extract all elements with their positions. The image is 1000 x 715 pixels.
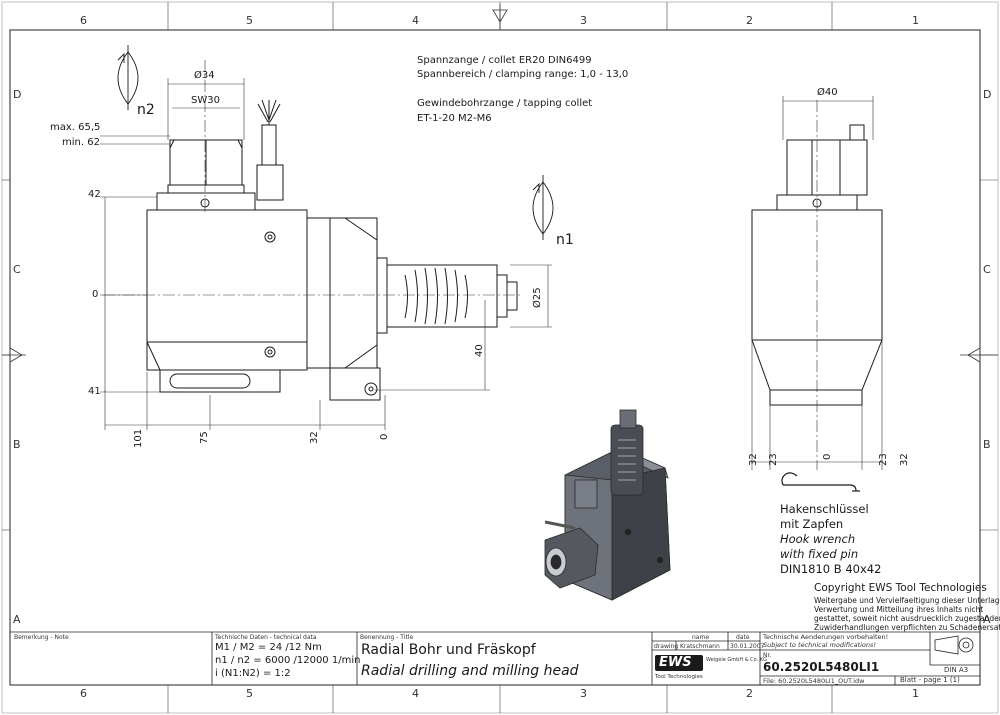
company-logo: EWS bbox=[659, 655, 692, 670]
tech-change-en: Subject to technical modifications! bbox=[763, 641, 876, 649]
zone-row-b-right: B bbox=[983, 438, 991, 451]
dim-75: 75 bbox=[199, 431, 210, 444]
zone-col-6-top: 6 bbox=[80, 14, 87, 27]
dim-0-bottom: 0 bbox=[379, 433, 390, 440]
zone-col-2-top: 2 bbox=[746, 14, 753, 27]
zone-col-1-top: 1 bbox=[912, 14, 919, 27]
title-label: Benennung - Title bbox=[360, 634, 414, 641]
zone-row-a-left: A bbox=[13, 613, 21, 626]
zone-row-d-left: D bbox=[13, 88, 22, 101]
zone-col-2-bottom: 2 bbox=[746, 687, 753, 700]
copyright-line-3: gestattet, soweit nicht ausdruecklich zu… bbox=[814, 614, 1000, 623]
dim-41: 41 bbox=[88, 386, 101, 397]
zone-col-3-bottom: 3 bbox=[580, 687, 587, 700]
dim-right-0: 0 bbox=[822, 453, 833, 460]
tech-change-de: Technische Aenderungen vorbehalten! bbox=[763, 633, 889, 641]
dim-40: 40 bbox=[474, 344, 485, 357]
copyright-line-4: Zuwiderhandlungen verpflichten zu Schade… bbox=[814, 623, 1000, 632]
dim-right-23a: 23 bbox=[768, 453, 779, 466]
part-number: 60.2520L5480LI1 bbox=[763, 660, 880, 674]
zone-col-4-bottom: 4 bbox=[412, 687, 419, 700]
zone-row-b-left: B bbox=[13, 438, 21, 451]
title-english: Radial drilling and milling head bbox=[361, 663, 579, 679]
page-number: Blatt - page 1 (1) bbox=[900, 676, 960, 684]
file-name: File: 60.2520L5480LI1_OUT.idw bbox=[763, 677, 865, 685]
copyright-line-2: Verwertung und Mitteilung ihres Inhalts … bbox=[814, 605, 984, 614]
drawer-name: Kratschmann bbox=[680, 643, 720, 650]
dim-dia34: Ø34 bbox=[194, 70, 215, 81]
zone-col-1-bottom: 1 bbox=[912, 687, 919, 700]
collet-note: Spannzange / collet ER20 DIN6499 bbox=[417, 55, 592, 66]
speed-n2-label: n2 bbox=[137, 102, 155, 118]
dim-0: 0 bbox=[92, 289, 99, 300]
zone-row-c-left: C bbox=[13, 263, 21, 276]
speed-spec: n1 / n2 = 6000 /12000 1/min bbox=[215, 655, 361, 666]
dim-sw30: SW30 bbox=[191, 95, 220, 106]
dim-dia40: Ø40 bbox=[817, 87, 838, 98]
zone-col-3-top: 3 bbox=[580, 14, 587, 27]
dim-min: min. 62 bbox=[62, 137, 100, 148]
dim-42: 42 bbox=[88, 189, 101, 200]
clamping-range-note: Spannbereich / clamping range: 1,0 - 13,… bbox=[417, 69, 629, 80]
dim-right-32a: 32 bbox=[748, 453, 759, 466]
row-drawing-label: drawing bbox=[654, 643, 679, 650]
torque-spec: M1 / M2 = 24 /12 Nm bbox=[215, 642, 322, 653]
wrench-note-5: DIN1810 B 40x42 bbox=[780, 562, 882, 576]
dim-dia25: Ø25 bbox=[532, 287, 543, 308]
dim-101: 101 bbox=[133, 428, 144, 448]
dim-right-32b: 32 bbox=[899, 453, 910, 466]
col-date-header: date bbox=[736, 634, 750, 641]
zone-row-a-right: A bbox=[983, 613, 991, 626]
sheet-format: DIN A3 bbox=[944, 666, 969, 674]
wrench-note-3: Hook wrench bbox=[780, 532, 856, 546]
copyright-title: Copyright EWS Tool Technologies bbox=[814, 582, 987, 594]
dim-32-left: 32 bbox=[309, 431, 320, 444]
copyright-line-1: Weitergabe und Vervielfaeltigung dieser … bbox=[814, 596, 1000, 605]
company-logo-sub: Tool Technologies bbox=[655, 674, 703, 680]
number-label: Nr. bbox=[763, 652, 772, 659]
tapping-spec-note: ET-1-20 M2-M6 bbox=[417, 113, 492, 124]
tapping-collet-note: Gewindebohrzange / tapping collet bbox=[417, 98, 593, 109]
ratio-spec: i (N1:N2) = 1:2 bbox=[215, 668, 291, 679]
dim-max: max. 65,5 bbox=[50, 122, 101, 133]
zone-col-4-top: 4 bbox=[412, 14, 419, 27]
wrench-note-1: Hakenschlüssel bbox=[780, 502, 869, 516]
wrench-note-4: with fixed pin bbox=[780, 547, 859, 561]
dim-right-23b: 23 bbox=[878, 453, 889, 466]
col-name-header: name bbox=[692, 634, 710, 641]
zone-col-5-bottom: 5 bbox=[246, 687, 253, 700]
remark-label: Bemerkung - Note bbox=[14, 634, 69, 641]
drawing-date: 30.01.2007 bbox=[730, 643, 765, 650]
company-address: Weigele GmbH & Co. KG bbox=[706, 657, 767, 663]
tech-data-label: Technische Daten - technical data bbox=[215, 634, 317, 641]
zone-col-5-top: 5 bbox=[246, 14, 253, 27]
zone-col-6-bottom: 6 bbox=[80, 687, 87, 700]
wrench-note-2: mit Zapfen bbox=[780, 517, 844, 531]
zone-row-c-right: C bbox=[983, 263, 991, 276]
zone-row-d-right: D bbox=[983, 88, 992, 101]
title-german: Radial Bohr und Fräskopf bbox=[361, 642, 536, 658]
speed-n1-label: n1 bbox=[556, 232, 574, 248]
